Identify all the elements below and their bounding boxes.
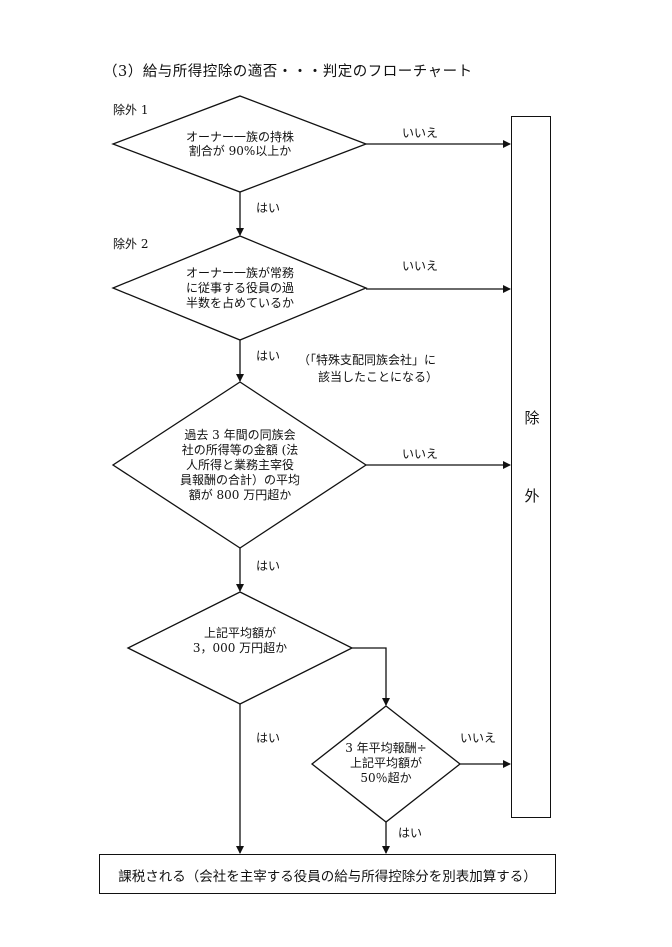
result-box: 課税される（会社を主宰する役員の給与所得控除分を別表加算する）: [99, 854, 556, 894]
decision-4-text: 上記平均額が 3，000 万円超か: [192, 626, 288, 655]
yes-label-1: はい: [256, 201, 281, 215]
decision-1-text: オーナー一族の持株 割合が 90%以上か: [185, 130, 294, 158]
page-title: （3）給与所得控除の適否・・・判定のフローチャート: [103, 64, 473, 80]
no-label-3: いいえ: [402, 447, 439, 461]
exclusion-2-label: 除外 2: [113, 237, 149, 251]
exclusion-1-label: 除外 1: [113, 103, 149, 117]
result-text: 課税される（会社を主宰する役員の給与所得控除分を別表加算する）: [118, 869, 537, 885]
no-arrow-4: [352, 647, 390, 706]
special-note: （「特殊支配同族会社」に 該当したことになる）: [298, 353, 439, 384]
no-label-1: いいえ: [402, 126, 439, 140]
yes-label-3: はい: [256, 559, 281, 573]
no-label-2: いいえ: [402, 259, 439, 273]
yes-label-2: はい: [256, 349, 281, 363]
decision-3-text: 過去 3 年間の同族会 社の所得等の金額 (法 人所得と業務主宰役 員報酬の合計…: [179, 428, 300, 502]
exclusion-box: 除 外: [511, 116, 551, 818]
no-label-5: いいえ: [460, 731, 497, 745]
decision-2-text: オーナー一族が常務 に従事する役員の過 半数を占めているか: [185, 266, 294, 310]
exclusion-char-2: 外: [524, 487, 540, 505]
decision-5-text: 3 年平均報酬÷ 上記平均額が 50％超か: [345, 741, 427, 785]
exclusion-char-1: 除: [524, 409, 540, 427]
yes-label-4: はい: [256, 731, 281, 745]
yes-label-5: はい: [398, 826, 423, 840]
